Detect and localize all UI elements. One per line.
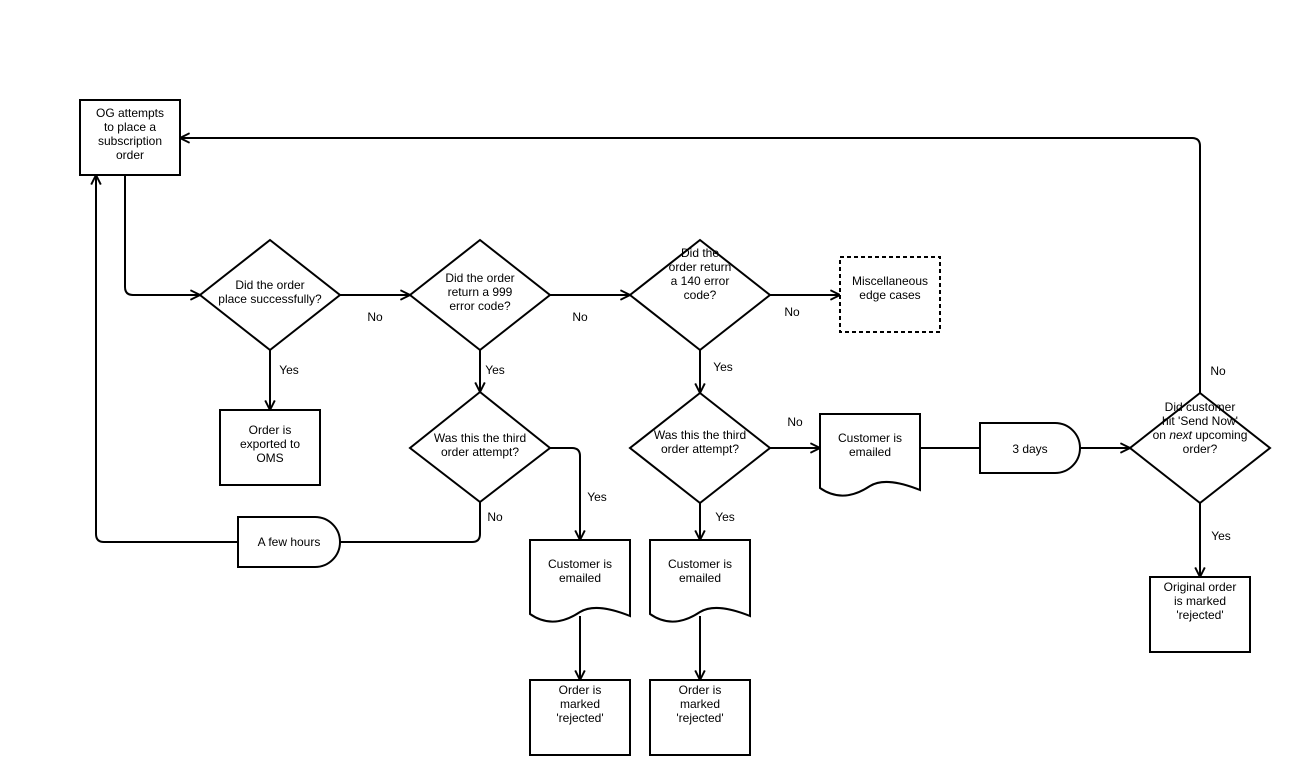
node-three-days-delay: 3 days: [979, 422, 1081, 474]
node-label-line: return a 999: [448, 285, 513, 299]
node-label-line: subscription: [98, 134, 162, 148]
node-label-line: order: [116, 148, 144, 162]
node-label-line: edge cases: [859, 288, 920, 302]
node-label-line: code?: [684, 288, 717, 302]
edges: [96, 138, 1200, 680]
node-label-line: Was this the third: [434, 431, 526, 445]
edge-attempt-to-placed: [124, 175, 200, 295]
node-label-line: order return: [669, 260, 732, 274]
label-err999-no: No: [572, 310, 588, 324]
node-label-line: Customer is: [548, 557, 612, 571]
label-err999-yes: Yes: [485, 363, 505, 377]
node-label-line: marked: [560, 697, 600, 711]
label-send-now-no: No: [1210, 364, 1226, 378]
node-label-line: emailed: [559, 571, 601, 585]
node-label-line: Did customer: [1165, 400, 1236, 414]
label-err140-no: No: [784, 305, 800, 319]
edge-few-hours-to-attempt: [96, 175, 238, 543]
node-label-line: exported to: [240, 437, 300, 451]
node-label-line: Did the order: [235, 278, 304, 292]
node-label-line: order attempt?: [441, 445, 519, 459]
svg-text:3 days: 3 days: [1012, 442, 1047, 456]
edge-third1-to-few-hours: [340, 502, 481, 543]
label-err140-yes: Yes: [713, 360, 733, 374]
node-label-line: Original order: [1164, 580, 1237, 594]
node-label-line: Customer is: [668, 557, 732, 571]
node-label-line: 'rejected': [676, 711, 723, 725]
node-label-line: 3 days: [1012, 442, 1047, 456]
node-label-line: OMS: [256, 451, 283, 465]
node-label-line: Did the order: [445, 271, 514, 285]
node-label-line: 'rejected': [1176, 608, 1223, 622]
node-label-line: Did the: [681, 246, 719, 260]
node-label-line: Order is: [249, 423, 292, 437]
node-label-line: on next upcoming: [1153, 428, 1248, 442]
node-label-line: Was this the third: [654, 428, 746, 442]
node-label-line: to place a: [104, 120, 156, 134]
label-third2-no: No: [787, 415, 803, 429]
node-label-line: a 140 error: [671, 274, 730, 288]
svg-text:A few hours: A few hours: [258, 535, 321, 549]
node-label-line: place successfully?: [218, 292, 322, 306]
edge-labels: No Yes No Yes Yes No No Yes No Yes No Ye…: [279, 305, 1231, 543]
node-label-line: emailed: [849, 445, 891, 459]
label-send-now-yes: Yes: [1211, 529, 1231, 543]
edge-third1-to-emailed1: [550, 447, 580, 540]
node-label-line: order?: [1183, 442, 1218, 456]
node-label-line: Order is: [559, 683, 602, 697]
node-label-line: order attempt?: [661, 442, 739, 456]
node-label-line: is marked: [1174, 594, 1226, 608]
node-a-few-hours-delay: A few hours: [237, 516, 341, 568]
node-label-line: Miscellaneous: [852, 274, 928, 288]
node-label-line: A few hours: [258, 535, 321, 549]
label-placed-yes: Yes: [279, 363, 299, 377]
node-label-line: 'rejected': [556, 711, 603, 725]
label-third1-no: No: [487, 510, 503, 524]
label-third1-yes: Yes: [587, 490, 607, 504]
edge-send-now-to-attempt: [180, 138, 1201, 393]
node-label-line: OG attempts: [96, 106, 164, 120]
node-label-line: emailed: [679, 571, 721, 585]
label-third2-yes: Yes: [715, 510, 735, 524]
node-label-line: marked: [680, 697, 720, 711]
node-label-line: Order is: [679, 683, 722, 697]
node-label-line: hit 'Send Now': [1162, 414, 1238, 428]
node-label-line: error code?: [449, 299, 511, 313]
node-label-line: Customer is: [838, 431, 902, 445]
label-placed-no: No: [367, 310, 383, 324]
